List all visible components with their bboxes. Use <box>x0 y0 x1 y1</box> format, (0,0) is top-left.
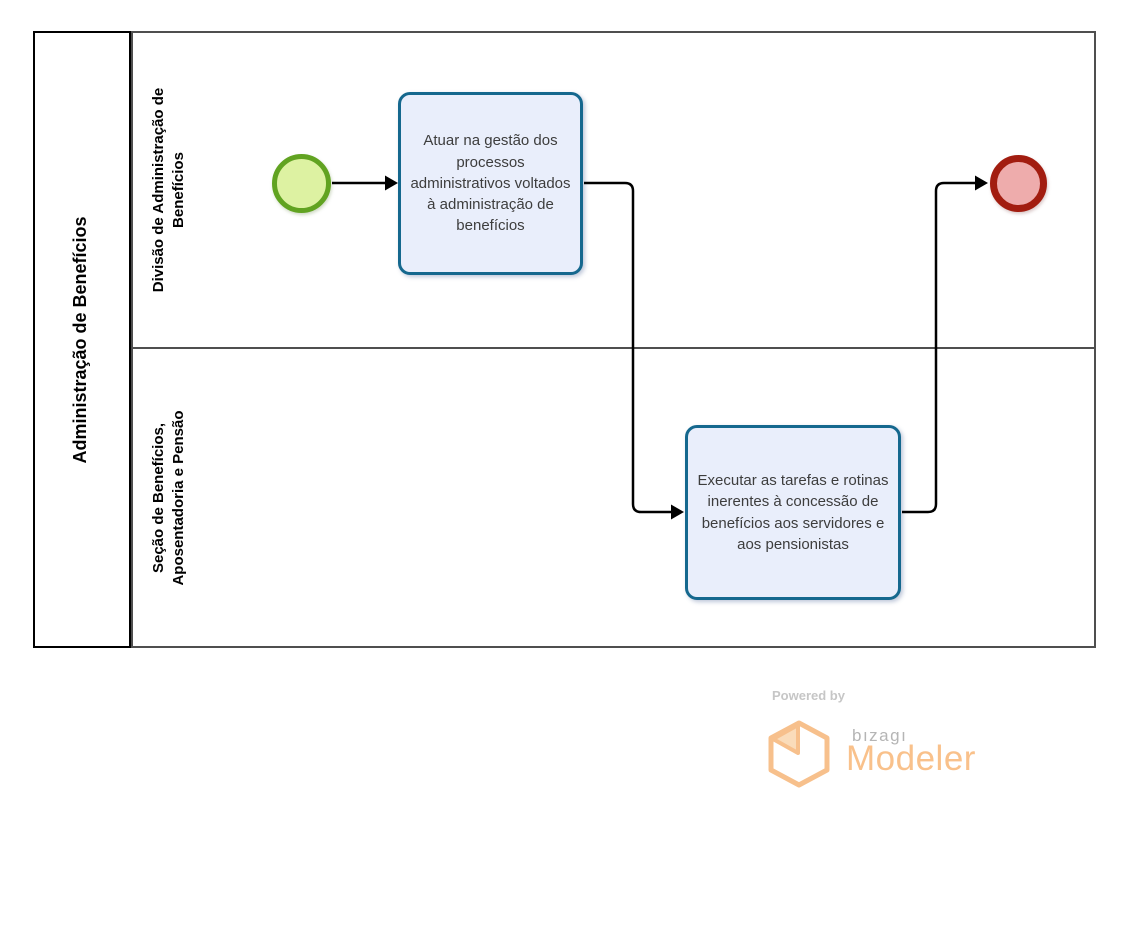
lane-label-divisao: Divisão de Administração de Benefícios <box>149 87 187 293</box>
end-event-icon <box>990 155 1047 212</box>
task-executar-tarefas: Executar as tarefas e rotinas inerentes … <box>685 425 901 600</box>
task-atuar-na-gestao: Atuar na gestão dos processos administra… <box>398 92 583 275</box>
powered-by-label: Powered by <box>772 688 845 703</box>
task-label: Executar as tarefas e rotinas inerentes … <box>697 471 889 553</box>
task-label: Atuar na gestão dos processos administra… <box>410 132 571 235</box>
lane-divider <box>131 347 1096 349</box>
lane-label-secao: Seção de Benefícios, Aposentadoria e Pen… <box>149 410 187 586</box>
pool-header <box>33 31 131 648</box>
modeler-product-text: Modeler <box>846 739 976 778</box>
pool-title: Administração de Benefícios <box>70 216 90 464</box>
lanes-container <box>131 31 1096 648</box>
start-event-icon <box>272 154 331 213</box>
bizagi-brand-text: bızagı <box>852 726 908 745</box>
bizagi-logo-icon <box>768 720 830 788</box>
